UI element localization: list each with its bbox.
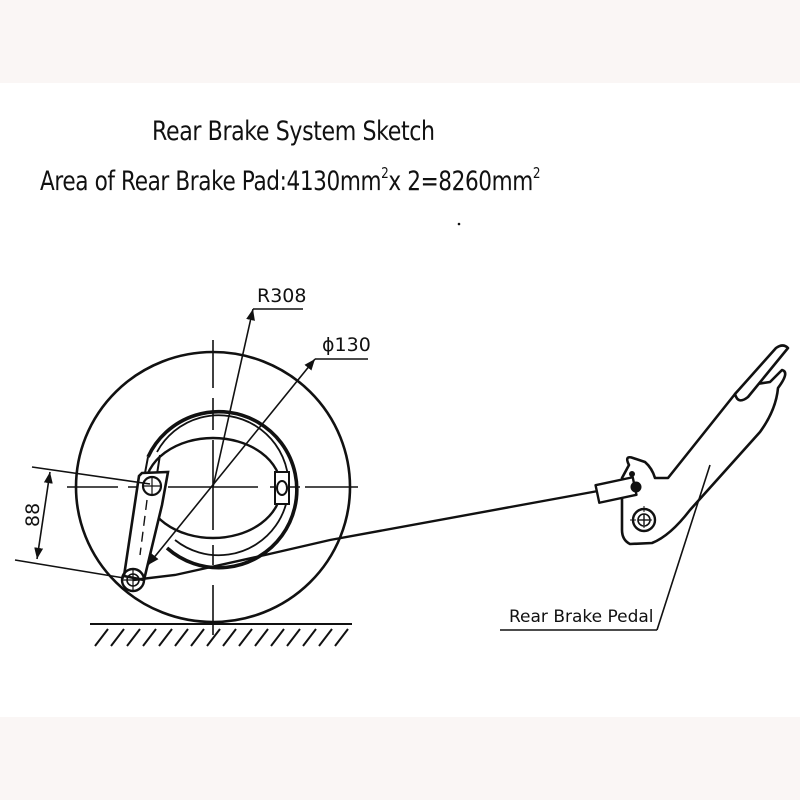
pedal-arm <box>620 368 787 546</box>
brake-pedal <box>594 344 790 546</box>
top-margin-band <box>0 0 800 83</box>
subtitle-prefix: Area of Rear Brake Pad:4130mm <box>40 166 382 197</box>
phi130-label: ϕ130 <box>322 334 371 356</box>
subtitle-middle: x 2=8260mm <box>388 166 533 197</box>
ground-hatching <box>94 628 349 647</box>
pedal-leader <box>500 464 711 631</box>
brake-shoe-lining <box>156 414 290 557</box>
dimension-88-label: 88 <box>22 503 44 527</box>
stray-dot <box>457 222 461 226</box>
r308-label: R308 <box>257 285 306 307</box>
clevis-pin <box>630 481 642 493</box>
wheel-centerlines <box>67 340 358 635</box>
ground <box>90 623 352 647</box>
dimension-88 <box>14 466 151 579</box>
brake-cable <box>132 489 599 582</box>
phi130-dimension <box>147 358 368 566</box>
subtitle-exponent-1: 2 <box>381 164 389 182</box>
brake-shoe-assembly <box>143 409 299 570</box>
bottom-margin-band <box>0 717 800 800</box>
diagram-title: Rear Brake System Sketch <box>152 116 435 147</box>
pedal-label: Rear Brake Pedal <box>509 607 654 627</box>
brake-lever <box>120 470 170 593</box>
pedal-foot-pad <box>733 344 790 402</box>
subtitle-exponent-2: 2 <box>532 164 541 182</box>
diagram-subtitle: Area of Rear Brake Pad:4130mm2x 2=8260mm… <box>40 164 541 197</box>
